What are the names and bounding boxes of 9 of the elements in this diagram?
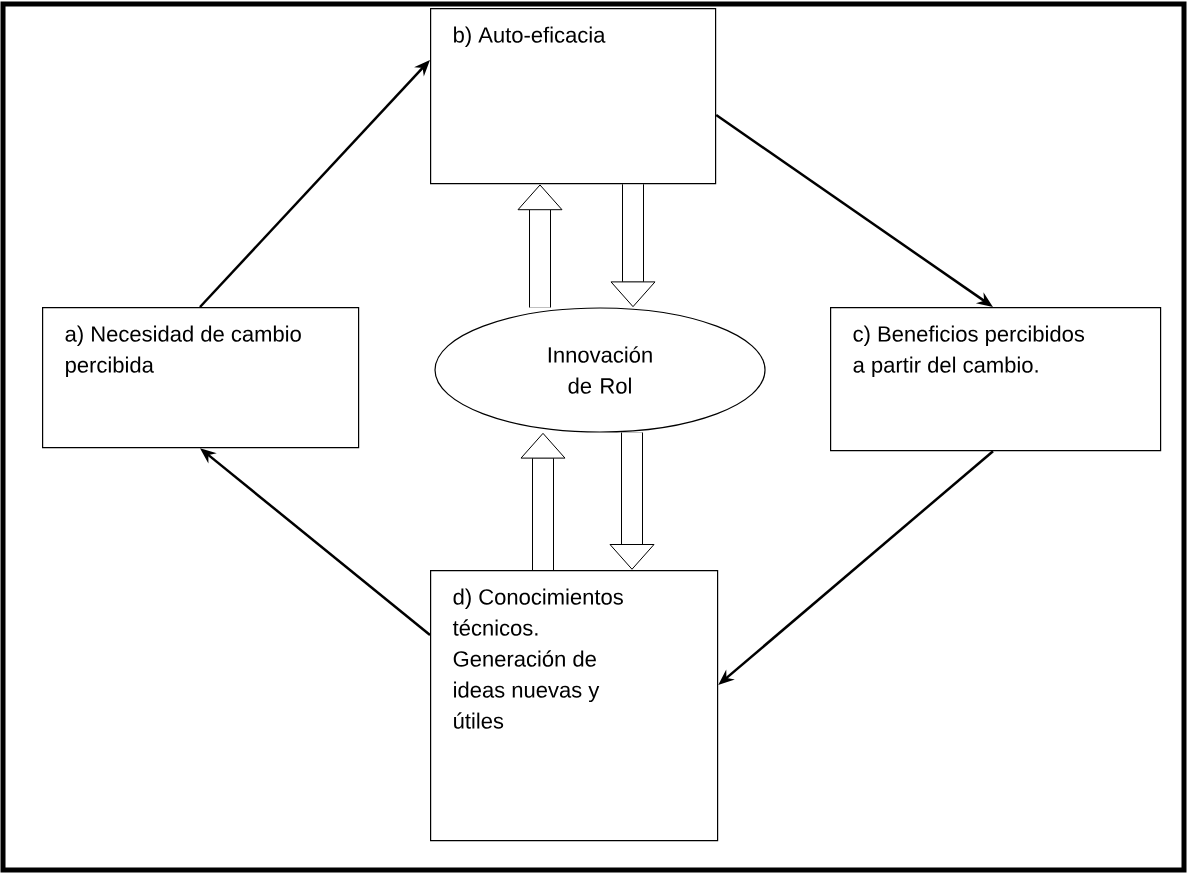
- arrow: [517, 184, 563, 308]
- ellipse-node: Innovación de Rol: [434, 307, 766, 433]
- text-box: c) Beneficios percibidos a partir del cambio.: [830, 307, 1162, 452]
- arrow: [609, 432, 655, 570]
- text-box: b) Auto-eficacia: [430, 8, 717, 185]
- arrow: [520, 432, 566, 570]
- arrow: [610, 184, 656, 308]
- text-box: d) Conocimientos técnicos. Generación de ideas nuevas y útiles: [430, 570, 719, 842]
- text-box: a) Necesidad de cambio percibida: [42, 307, 360, 449]
